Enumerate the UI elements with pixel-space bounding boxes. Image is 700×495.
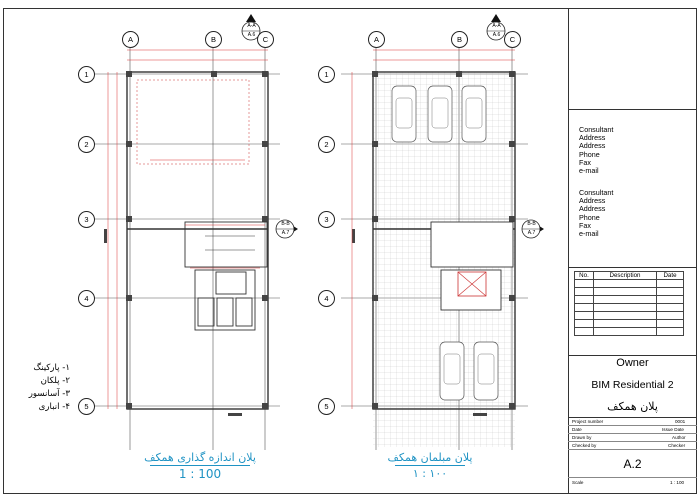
table-row <box>574 279 684 288</box>
table-row <box>574 311 684 320</box>
consultant-line: e-mail <box>579 229 599 239</box>
legend: ۱- پارکینگ ۲- پلکان ۳- آسانسور ۴- انباری <box>10 362 70 414</box>
grid-bubble-col: C <box>257 31 274 48</box>
consultant-line: Fax <box>579 220 591 230</box>
section-mark-top-right[interactable]: A-A A.6 <box>489 22 504 40</box>
sheet-number: A.2 <box>623 457 642 471</box>
consultant-line: Phone <box>579 149 600 159</box>
field-divider <box>568 441 697 442</box>
field-divider <box>568 477 697 478</box>
grid-bubble-row: 1 <box>78 66 95 83</box>
left-plan-caption: پلان اندازه گذاری همکف <box>144 451 256 464</box>
right-plan-scale: ۱ : ۱۰۰ <box>412 467 448 480</box>
project-number-label: Project number <box>572 419 604 424</box>
title-block <box>568 8 698 494</box>
date-value: Issue Date <box>662 427 684 432</box>
table-row <box>574 327 684 336</box>
table-row <box>574 287 684 296</box>
grid-bubble-row: 3 <box>318 211 335 228</box>
section-mark-side-left[interactable]: B-B A.7 <box>278 220 293 238</box>
grid-bubble-row: 2 <box>318 136 335 153</box>
field-divider <box>568 425 697 426</box>
consultant-line: Fax <box>579 157 591 167</box>
legend-item: ۱- پارکینگ <box>33 363 70 373</box>
grid-bubble-row: 3 <box>78 211 95 228</box>
table-row <box>574 295 684 304</box>
field-divider <box>568 433 697 434</box>
consultant-line: Consultant <box>579 188 614 197</box>
section-sheet: A.7 <box>281 230 290 236</box>
drawn-by-label: Drawn by <box>572 435 592 440</box>
sheet-border <box>3 8 697 494</box>
consultant-block-2: Consultant Address Address Phone Fax e-m… <box>579 188 614 239</box>
rev-header-description: Description <box>593 271 657 280</box>
section-sheet: A.7 <box>527 230 536 236</box>
consultant-line: Phone <box>579 212 600 222</box>
grid-bubble-col: A <box>122 31 139 48</box>
grid-bubble-col: B <box>451 31 468 48</box>
table-row <box>574 319 684 328</box>
section-mark-top-left[interactable]: A-A A.6 <box>244 22 259 40</box>
table-row <box>574 303 684 312</box>
tb-logo-area <box>568 8 697 110</box>
legend-item: ۴- انباری <box>38 402 70 412</box>
left-plan-caption-underline <box>150 465 250 466</box>
consultant-line: e-mail <box>579 166 599 176</box>
section-id: A-A <box>247 23 256 29</box>
grid-bubble-col: C <box>504 31 521 48</box>
rev-header-date: Date <box>656 271 684 280</box>
grid-bubble-row: 2 <box>78 136 95 153</box>
project-name: BIM Residential 2 <box>591 379 674 391</box>
consultant-line: Address <box>579 133 606 143</box>
right-plan-caption: پلان مبلمان همکف <box>387 451 473 464</box>
field-divider <box>568 449 697 450</box>
grid-bubble-col: A <box>368 31 385 48</box>
section-sheet: A.6 <box>492 32 501 38</box>
grid-bubble-row: 1 <box>318 66 335 83</box>
section-id: A-A <box>492 23 501 29</box>
section-mark-side-right[interactable]: B-B A.7 <box>524 220 539 238</box>
grid-bubble-row: 4 <box>318 290 335 307</box>
checked-by-value: Checker <box>668 443 686 448</box>
left-plan-scale: 1 : 100 <box>178 467 222 481</box>
right-plan-caption-underline <box>395 465 465 466</box>
consultant-line: Address <box>579 204 606 214</box>
project-number-value: 0001 <box>675 419 686 424</box>
section-sheet: A.6 <box>247 32 256 38</box>
rev-header-no: No. <box>574 271 594 280</box>
sheet-title: پلان همکف <box>607 400 658 413</box>
scale-label: Scale <box>572 480 584 485</box>
checked-by-label: Checked by <box>572 443 597 448</box>
scale-value: 1 : 100 <box>670 480 685 485</box>
section-id: B-B <box>281 221 290 227</box>
drawn-by-value: Author <box>672 435 686 440</box>
date-label: Date <box>572 427 582 432</box>
owner-label: Owner <box>616 357 649 369</box>
info-fields-frame <box>568 417 697 495</box>
consultant-line: Address <box>579 141 606 151</box>
consultant-line: Consultant <box>579 125 614 134</box>
grid-bubble-col: B <box>205 31 222 48</box>
legend-item: ۳- آسانسور <box>28 389 70 399</box>
consultant-block-1: Consultant Address Address Phone Fax e-m… <box>579 125 614 176</box>
grid-bubble-row: 5 <box>318 398 335 415</box>
tb-contacts-area <box>568 109 697 268</box>
consultant-line: Address <box>579 196 606 206</box>
section-id: B-B <box>527 221 536 227</box>
legend-item: ۲- پلکان <box>40 376 70 386</box>
grid-bubble-row: 5 <box>78 398 95 415</box>
revisions-table: No. Description Date <box>574 271 684 336</box>
tb-revisions-area <box>568 267 697 356</box>
grid-bubble-row: 4 <box>78 290 95 307</box>
